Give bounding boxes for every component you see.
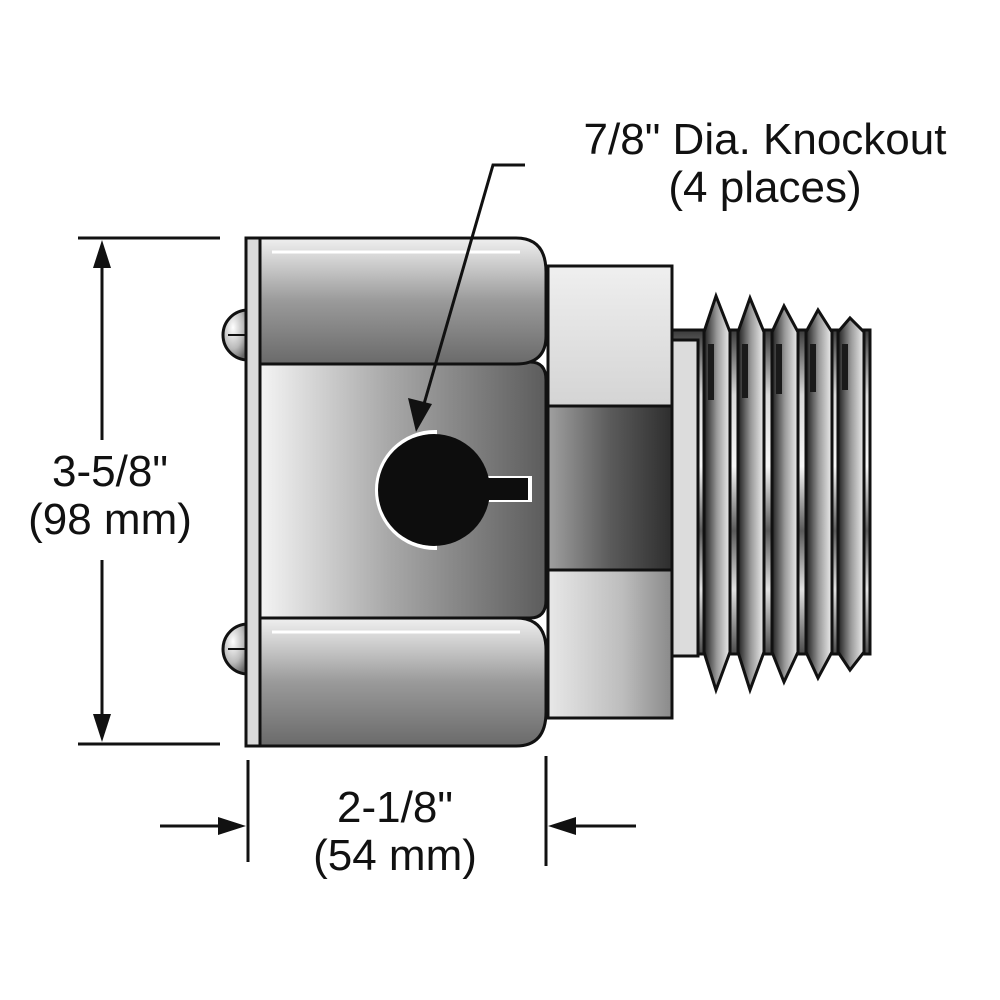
- height-arrowhead-top: [93, 240, 111, 268]
- height-dimension-label: 3-5/8" (98 mm): [10, 448, 210, 544]
- width-dimension-label: 2-1/8" (54 mm): [280, 784, 510, 880]
- height-imperial: 3-5/8": [52, 447, 168, 496]
- hex-face-bottom: [546, 568, 674, 720]
- hex-collar: [670, 338, 700, 658]
- width-arrowhead-right: [548, 817, 576, 835]
- screw-bottom: [221, 622, 250, 676]
- thread-ridges: [702, 291, 866, 695]
- thread-shadows: [708, 344, 848, 400]
- knockout-hole: [375, 429, 532, 551]
- knockout-callout-label: 7/8" Dia. Knockout (4 places): [540, 116, 990, 212]
- hex-face-middle: [546, 404, 674, 572]
- screw-top: [221, 308, 250, 362]
- callout-leader: [408, 163, 525, 432]
- box-body: [244, 236, 548, 748]
- knockout-callout-line2: (4 places): [668, 163, 862, 212]
- hex-face-top: [546, 264, 674, 408]
- callout-arrowhead: [408, 398, 432, 432]
- box-cover-plate: [244, 236, 262, 748]
- hex-nut: [546, 264, 700, 720]
- height-metric: (98 mm): [28, 495, 192, 544]
- width-dimension-lines: [160, 756, 636, 866]
- knockout-callout-line1: 7/8" Dia. Knockout: [583, 115, 947, 164]
- width-arrowhead-left: [218, 817, 246, 835]
- box-bottom-lobe: [258, 616, 548, 748]
- height-dimension-lines: [78, 236, 220, 746]
- width-metric: (54 mm): [313, 831, 477, 880]
- width-imperial: 2-1/8": [337, 783, 453, 832]
- box-top-lobe: [258, 236, 548, 366]
- height-arrowhead-bottom: [93, 714, 111, 742]
